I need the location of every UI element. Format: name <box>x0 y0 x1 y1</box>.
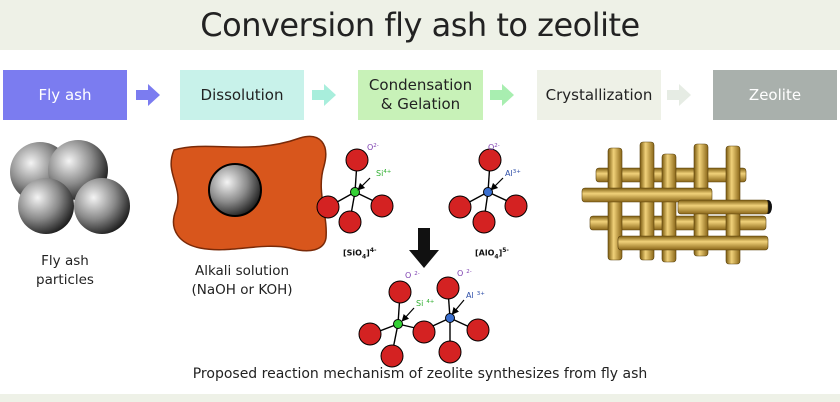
sio4-tetrahedron: O2- Si4+ <box>316 143 394 234</box>
step-dissolution: Dissolution <box>180 70 304 120</box>
alo4-formula: [AlO4]5- <box>475 247 509 261</box>
arrow-right-icon <box>136 84 160 106</box>
alkali-solution-illustration <box>170 135 327 252</box>
arrow-right-icon <box>490 84 514 106</box>
step-crystallization: Crystallization <box>537 70 661 120</box>
arrow-down-icon <box>409 228 439 268</box>
svg-text:O2-: O2- <box>488 143 500 152</box>
fly-ash-sphere <box>18 178 74 234</box>
step-fly-ash: Fly ash <box>3 70 127 120</box>
svg-text:Al3+: Al3+ <box>505 169 521 178</box>
svg-text:O2-: O2- <box>457 269 472 278</box>
arrow-right-icon <box>667 84 691 106</box>
svg-text:O2-: O2- <box>367 143 379 152</box>
svg-text:Si4+: Si4+ <box>376 169 392 178</box>
title-band: Conversion fly ash to zeolite <box>0 0 840 50</box>
zeolite-framework-illustration <box>581 141 772 265</box>
fly-ash-particles-illustration <box>10 140 130 234</box>
page-title: Conversion fly ash to zeolite <box>200 6 640 44</box>
svg-text:Si4+: Si4+ <box>416 299 435 308</box>
fly-ash-particles-label: Fly ash particles <box>36 253 94 288</box>
alkali-solution-label: Alkali solution (NaOH or KOH) <box>191 263 293 298</box>
fly-ash-sphere <box>74 178 130 234</box>
diagram-caption: Proposed reaction mechanism of zeolite s… <box>192 366 648 382</box>
sio4-formula: [SiO4]4- <box>343 247 377 261</box>
svg-text:Al3+: Al3+ <box>466 291 485 300</box>
step-condensation-gelation: Condensation & Gelation <box>358 70 483 120</box>
svg-text:O2-: O2- <box>405 271 420 280</box>
bottom-band <box>0 394 840 402</box>
alo4-tetrahedron: O2- Al3+ <box>448 143 528 234</box>
step-zeolite: Zeolite <box>713 70 837 120</box>
arrow-right-icon <box>312 84 336 106</box>
